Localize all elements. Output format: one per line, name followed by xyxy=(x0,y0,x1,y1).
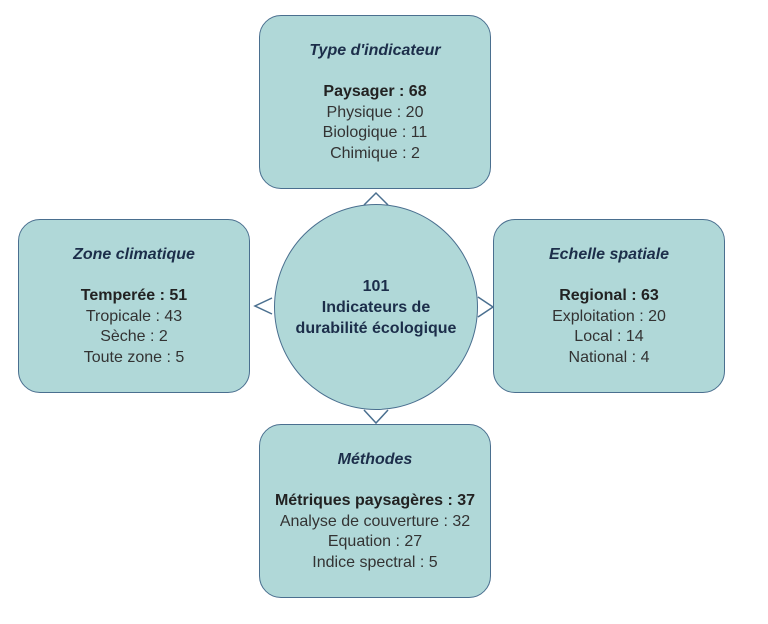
box-item-lead: Métriques paysagères : 37 xyxy=(274,492,476,509)
center-node: 101 Indicateurs de durabilité écologique xyxy=(274,204,478,410)
box-methodes: Méthodes Métriques paysagères : 37 Analy… xyxy=(259,424,491,598)
box-item: Local : 14 xyxy=(574,328,644,346)
center-count: 101 xyxy=(362,277,390,295)
box-echelle-spatiale: Echelle spatiale Regional : 63 Exploitat… xyxy=(493,219,725,393)
box-items: Temperée : 51 Tropicale : 43 Sèche : 2 T… xyxy=(19,286,249,369)
center-label-line: Indicateurs de xyxy=(321,298,431,316)
box-zone-climatique: Zone climatique Temperée : 51 Tropicale … xyxy=(18,219,250,393)
box-items: Métriques paysagères : 37 Analyse de cou… xyxy=(260,491,490,574)
box-items: Paysager : 68 Physique : 20 Biologique :… xyxy=(260,82,490,165)
arrow-to-zone-climatique xyxy=(253,297,273,315)
center-label-line: durabilité écologique xyxy=(295,319,457,337)
arrow-to-type-indicateur xyxy=(363,191,389,206)
box-item: Indice spectral : 5 xyxy=(312,554,438,572)
box-item-lead: Temperée : 51 xyxy=(80,287,188,304)
box-title: Type d'indicateur xyxy=(309,42,441,59)
box-item: Tropicale : 43 xyxy=(85,307,183,325)
box-item: Biologique : 11 xyxy=(322,124,428,142)
box-item: Sèche : 2 xyxy=(100,328,168,346)
arrow-to-methodes xyxy=(363,409,389,425)
arrow-to-echelle-spatiale xyxy=(477,296,495,318)
box-item: National : 4 xyxy=(568,349,650,367)
box-item: Physique : 20 xyxy=(326,103,424,121)
box-item: Toute zone : 5 xyxy=(83,349,185,367)
box-item: Analyse de couverture : 32 xyxy=(279,512,471,530)
box-type-indicateur: Type d'indicateur Paysager : 68 Physique… xyxy=(259,15,491,189)
box-item: Exploitation : 20 xyxy=(552,307,666,325)
box-item-lead: Paysager : 68 xyxy=(323,83,427,100)
box-items: Regional : 63 Exploitation : 20 Local : … xyxy=(494,286,724,369)
box-title: Méthodes xyxy=(337,451,413,468)
box-title: Zone climatique xyxy=(73,246,195,263)
box-title: Echelle spatiale xyxy=(548,246,670,263)
box-item-lead: Regional : 63 xyxy=(559,287,659,304)
box-item: Chimique : 2 xyxy=(330,145,420,163)
box-item: Equation : 27 xyxy=(327,533,423,551)
